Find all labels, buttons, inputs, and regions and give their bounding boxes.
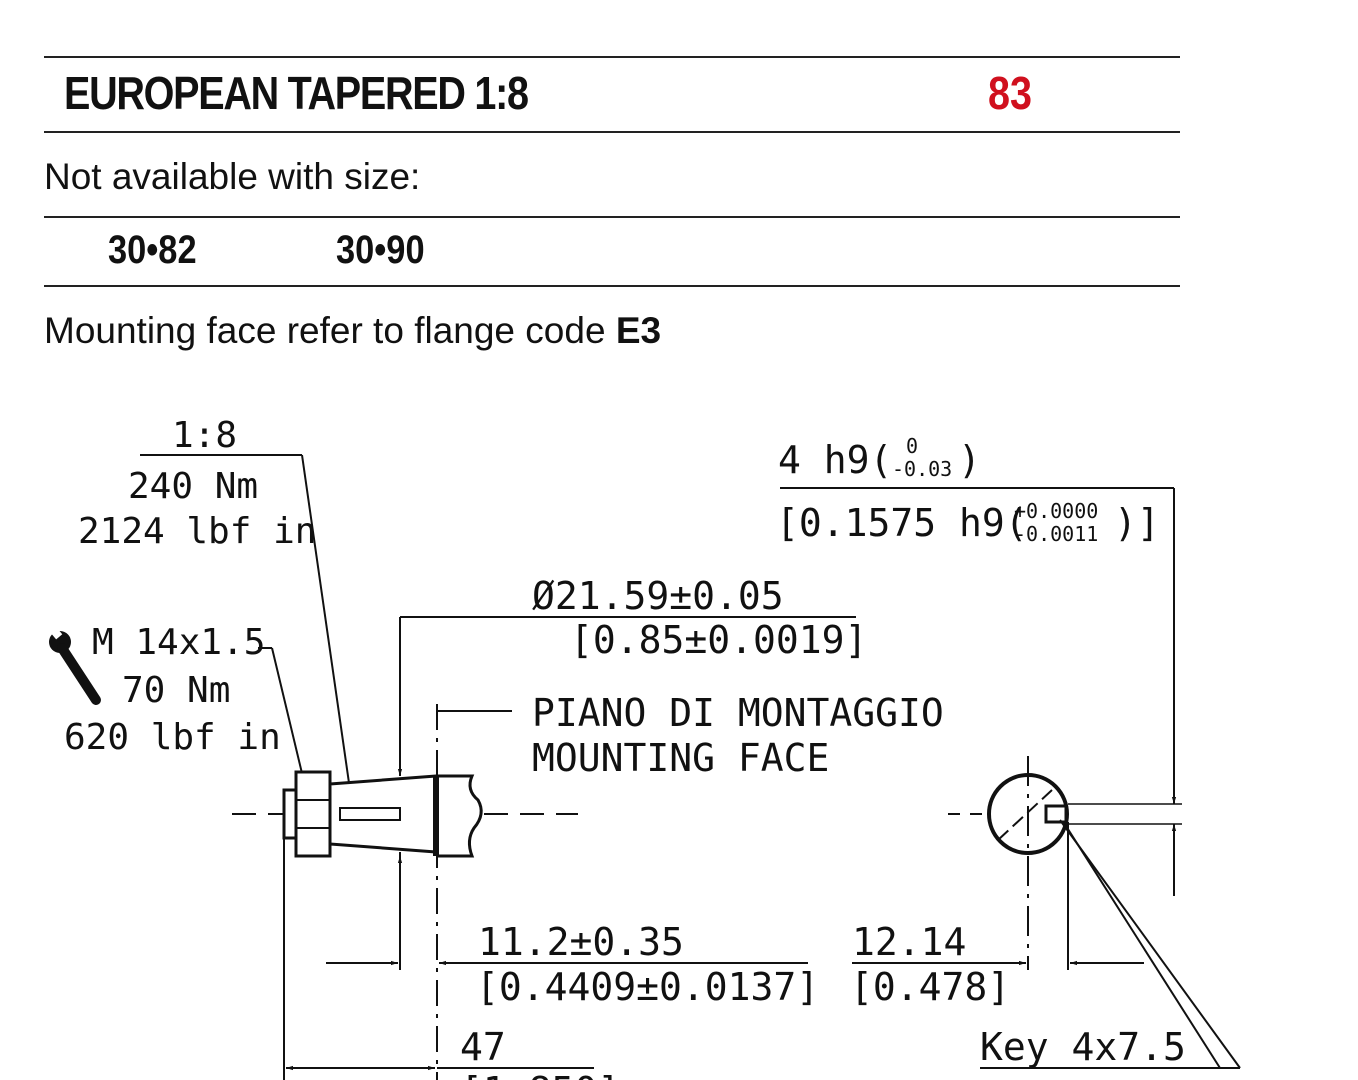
key-width-metric-upper: 0: [906, 434, 918, 458]
key-width-imperial-lower: -0.0011: [1014, 522, 1098, 546]
product-code: 83: [988, 67, 1033, 119]
mounting-face-line1: PIANO DI MONTAGGIO: [532, 691, 944, 735]
shaft-length-metric: 47: [460, 1025, 506, 1069]
key-callout: Key 4x7.5: [980, 819, 1241, 1069]
diameter-imperial: [0.85±0.0019]: [570, 618, 867, 662]
unavailable-size-1: 30•82: [108, 228, 197, 272]
nut-torque-lbf: 620 lbf in: [64, 717, 281, 758]
nut-thread: M 14x1.5: [92, 622, 265, 663]
page-title: EUROPEAN TAPERED 1:8: [64, 67, 529, 119]
taper-callout: 1:8 240 Nm 2124 lbf in: [78, 415, 351, 791]
availability-label: Not available with size:: [44, 156, 421, 197]
key-width-imperial: [0.1575 h9(: [776, 501, 1028, 545]
taper-length-dimension: 11.2±0.35 [0.4409±0.0137]: [326, 852, 819, 1009]
sizes-top-rule: [44, 216, 1180, 218]
diameter-metric: Ø21.59±0.05: [532, 574, 784, 618]
nut-torque-nm: 70 Nm: [122, 670, 230, 711]
key-width-metric: 4 h9(: [778, 438, 892, 482]
taper-torque-lbf: 2124 lbf in: [78, 511, 316, 552]
diameter-dimension: Ø21.59±0.05 [0.85±0.0019]: [397, 574, 867, 776]
key-height-dimension: 12.14 [0.478]: [850, 920, 1144, 1009]
key-width-metric-lower: -0.03: [892, 457, 952, 481]
taper-length-imperial: [0.4409±0.0137]: [476, 965, 819, 1009]
key-width-dimension: 4 h9( 0 -0.03 ) [0.1575 h9( +0.0000 -0.0…: [776, 434, 1182, 896]
taper-ratio: 1:8: [172, 415, 237, 456]
mounting-note: Mounting face refer to flange code E3: [44, 310, 661, 352]
sizes-bottom-rule: [44, 285, 1180, 287]
key-label: Key 4x7.5: [980, 1025, 1186, 1069]
shaft-length-imperial: [1.850]: [460, 1069, 620, 1080]
top-rule: [44, 56, 1180, 58]
mounting-face-callout: PIANO DI MONTAGGIO MOUNTING FACE: [438, 691, 944, 780]
key-height-imperial: [0.478]: [850, 965, 1010, 1009]
wrench-icon: [49, 626, 101, 705]
mounting-note-text: Mounting face refer to flange code: [44, 310, 616, 351]
taper-length-metric: 11.2±0.35: [478, 920, 684, 964]
shaft-length-dimension: 47 [1.850]: [283, 838, 620, 1080]
shaft-end-view: [948, 756, 1069, 970]
flange-code: E3: [615, 310, 662, 351]
key-height-metric: 12.14: [852, 920, 966, 964]
shaft-side-view: [232, 704, 578, 1080]
key-width-metric-close: ): [958, 438, 981, 482]
key-width-imperial-upper: +0.0000: [1014, 499, 1098, 523]
title-rule: [44, 131, 1180, 133]
key-width-imperial-close: )]: [1114, 501, 1160, 545]
unavailable-size-2: 30•90: [336, 228, 425, 272]
nut-callout: M 14x1.5 70 Nm 620 lbf in: [49, 622, 307, 791]
taper-torque-nm: 240 Nm: [128, 466, 258, 507]
mounting-face-line2: MOUNTING FACE: [532, 736, 829, 780]
